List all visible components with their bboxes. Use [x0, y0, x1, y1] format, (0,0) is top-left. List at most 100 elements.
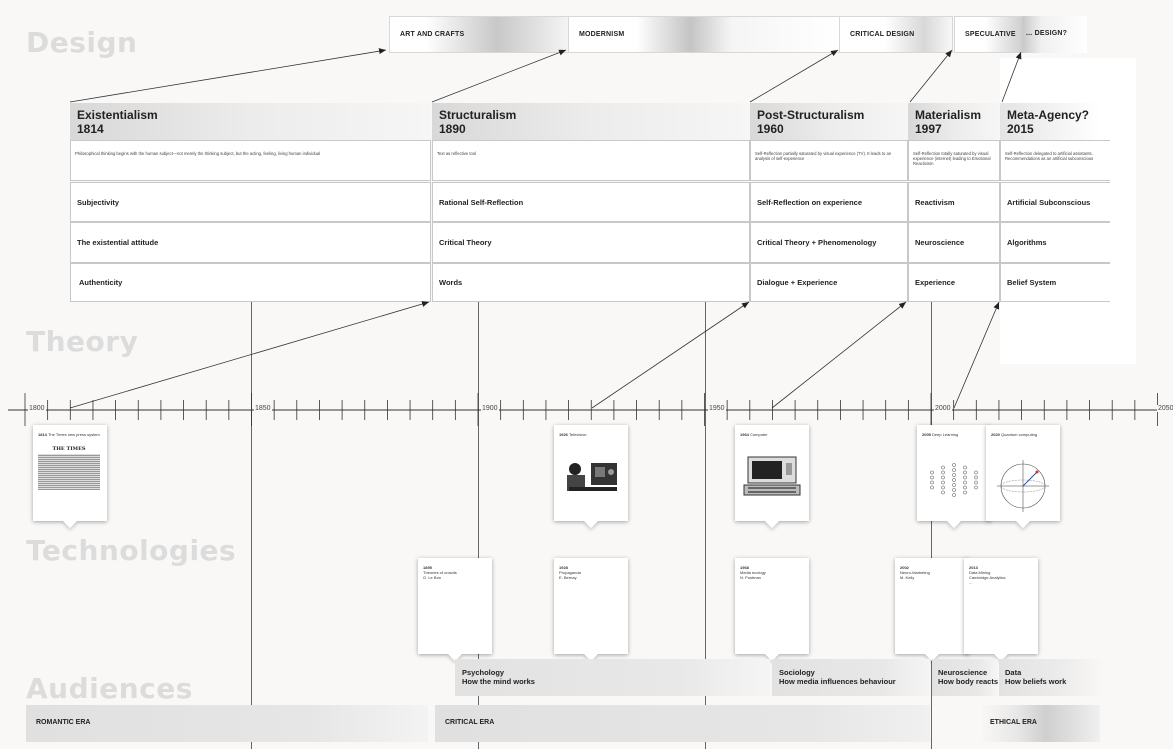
theory-desc-meta-agency: Self-Reflection delegated to artificial …: [1000, 140, 1110, 181]
audience-title: Sociology: [779, 668, 815, 677]
theory-year: 1960: [757, 122, 784, 136]
neuron-node: [930, 470, 934, 475]
section-label-technologies: Technologies: [26, 534, 237, 567]
audience-bar-neuroscience: [932, 659, 998, 696]
audience-card-year: 2002: [900, 565, 909, 570]
tech-card-computer: 1964 Computer: [735, 425, 809, 521]
audience-card: 2002 Neuro-Marketing M. Kelly: [895, 558, 969, 654]
audience-card-year: 1895: [423, 565, 432, 570]
theory-row: Neuroscience: [908, 222, 1000, 263]
section-label-theory: Theory: [26, 325, 139, 358]
neuron-node: [930, 475, 934, 480]
audience-card: 1928 Propaganda E. Bernay: [554, 558, 628, 654]
theory-name: Structuralism: [439, 108, 517, 122]
newspaper-masthead: THE TIMES: [52, 446, 86, 452]
section-label-design: Design: [26, 26, 138, 59]
theory-head-post-structuralism: Post-Structuralism 1960: [750, 103, 908, 140]
theory-head-structuralism: Structuralism 1890: [432, 103, 750, 140]
arrow-structuralism-to-modernism: [431, 49, 567, 103]
timeline-guide-1900: [478, 302, 479, 749]
theory-row: Algorithms: [1000, 222, 1110, 263]
audience-bar-psychology: [455, 659, 770, 696]
theory-row: Reactivism: [908, 182, 1000, 222]
arrow-materialism-to-speculative: [909, 49, 953, 103]
neuron-node: [952, 488, 956, 492]
audience-card-line: Media ecology: [740, 570, 766, 575]
timeline-ticks: [24, 393, 1158, 426]
audience-card-line: Cambridge Analytics: [969, 575, 1006, 580]
theory-name: Materialism: [915, 108, 982, 122]
theory-row: Rational Self-Reflection: [432, 182, 750, 222]
newspaper-image: THE TIMES: [38, 446, 100, 490]
timeline-year: 1950: [708, 405, 726, 412]
neuron-node: [930, 480, 934, 485]
theory-year: 1890: [439, 122, 466, 136]
audience-data: Data How beliefs work: [1005, 668, 1066, 686]
timeline-year: 2000: [934, 405, 952, 412]
era-critical: CRITICAL ERA: [435, 705, 930, 742]
neuron-node: [974, 485, 978, 490]
neuron-node: [974, 480, 978, 485]
tech-card-label: Computer: [750, 432, 768, 437]
arrow-post-structuralism-to-critical-design: [749, 49, 839, 103]
neuron-node: [952, 483, 956, 487]
theory-row: Self-Reflection on experience: [750, 182, 908, 222]
audience-bar-data: [999, 659, 1105, 696]
theory-head-existentialism: Existentialism 1814: [70, 103, 431, 140]
audience-sociology: Sociology How media influences behaviour: [779, 668, 896, 686]
theory-desc-structuralism: Text as reflective tool: [432, 140, 750, 181]
design-modernism: MODERNISM: [568, 16, 840, 53]
timeline-year: 1850: [254, 405, 272, 412]
neuron-node: [941, 475, 945, 480]
audience-card-line: ...: [969, 580, 973, 585]
audience-bar-sociology: [772, 659, 930, 696]
neuron-node: [941, 485, 945, 490]
theory-row: Critical Theory + Phenomenology: [750, 222, 908, 263]
television-image: [567, 463, 617, 491]
neural-network-image: [930, 463, 978, 497]
audience-card-line: Propaganda: [559, 570, 581, 575]
audience-card-year: 2013: [969, 565, 978, 570]
neuron-node: [941, 470, 945, 475]
audience-subtitle: How beliefs work: [1005, 677, 1067, 686]
audience-card-line: Data Mining: [969, 570, 991, 575]
theory-name: Meta-Agency?: [1007, 108, 1090, 122]
computer-image: [743, 456, 801, 496]
neuron-node: [974, 475, 978, 480]
neuron-node: [963, 485, 967, 490]
theory-row: Critical Theory: [432, 222, 750, 263]
neuron-node: [952, 478, 956, 482]
tech-card-year: 2020: [991, 432, 1000, 437]
theory-row: Artificial Subconscious: [1000, 182, 1110, 222]
audience-card-year: 1968: [740, 565, 749, 570]
neuron-node: [941, 490, 945, 495]
theory-name: Existentialism: [77, 108, 158, 122]
arrow-1814-to-existentialism: [69, 301, 430, 409]
theory-year: 1997: [915, 122, 942, 136]
theory-head-meta-agency: Meta-Agency? 2015: [1000, 103, 1100, 140]
neuron-node: [952, 468, 956, 472]
theory-desc-materialism: Self-Reflection totally saturated by vis…: [908, 140, 1000, 181]
era-romantic: ROMANTIC ERA: [26, 705, 428, 742]
neuron-node: [952, 463, 956, 467]
audience-card-line: N. Postman: [740, 575, 761, 580]
timeline-year: 2050: [1157, 405, 1173, 412]
design-speculative: SPECULATIVE: [954, 16, 1023, 53]
timeline-year: 1800: [28, 405, 46, 412]
audience-psychology: Psychology How the mind works: [462, 668, 535, 686]
tech-card-year: 1814: [38, 432, 47, 437]
neuron-node: [952, 493, 956, 497]
theory-row: The existential attitude: [70, 222, 431, 263]
design-future-design: ... DESIGN?: [1022, 16, 1087, 53]
tech-card-label: Quantum computing: [1001, 432, 1038, 437]
theory-row: Words: [432, 263, 750, 302]
audience-card: 2013 Data Mining Cambridge Analytics ...: [964, 558, 1038, 654]
theory-row: Belief System: [1000, 263, 1110, 302]
audience-card-line: E. Bernay: [559, 575, 577, 580]
timeline-guide-1950: [705, 302, 706, 749]
neuron-node: [941, 480, 945, 485]
tech-card-year: 2005: [922, 432, 931, 437]
bloch-sphere-image: [997, 460, 1049, 512]
theory-desc-existentialism: Philosophical thinking begins with the h…: [70, 140, 431, 181]
audience-title: Data: [1005, 668, 1022, 677]
